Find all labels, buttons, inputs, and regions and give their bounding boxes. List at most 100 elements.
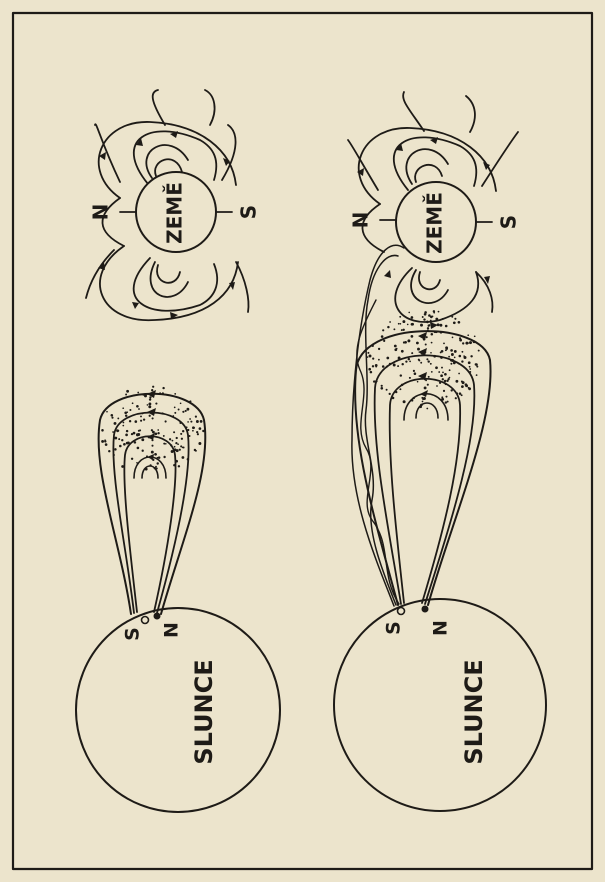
particle-dot [407, 324, 409, 326]
particle-dot [382, 365, 385, 368]
particle-dot [171, 450, 174, 453]
particle-dot [182, 411, 184, 413]
particle-dot [150, 464, 152, 466]
particle-dot [427, 384, 429, 386]
particle-dot [430, 363, 432, 365]
particle-dot [195, 416, 197, 418]
particle-dot [463, 355, 465, 357]
particle-dot [392, 397, 395, 400]
particle-dot [162, 387, 164, 389]
particle-dot [117, 417, 119, 419]
particle-dot [193, 427, 195, 429]
particle-dot [465, 384, 468, 387]
particle-dot [398, 357, 401, 360]
particle-dot [454, 357, 456, 359]
particle-dot [403, 400, 406, 403]
particle-dot [459, 339, 462, 342]
particle-dot [455, 397, 457, 399]
particle-dot [367, 352, 369, 354]
particle-dot [454, 350, 457, 353]
particle-dot [119, 445, 122, 448]
particle-dot [420, 362, 422, 364]
particle-dot [122, 425, 124, 427]
particle-dot [155, 453, 157, 455]
particle-dot [469, 368, 471, 370]
particle-dot [121, 439, 123, 441]
particle-dot [424, 351, 426, 353]
particle-dot [101, 440, 104, 443]
particle-dot [174, 407, 176, 409]
particle-dot [108, 450, 110, 452]
particle-dot [453, 321, 456, 324]
particle-dot [445, 396, 447, 398]
particle-dot [409, 377, 411, 379]
particle-dot [136, 462, 138, 464]
particle-dot [469, 366, 471, 368]
particle-dot [442, 378, 444, 380]
sun-label: SLUNCE [460, 659, 488, 764]
particle-dot [404, 341, 407, 344]
earth-label: ZEMĚ [163, 182, 187, 244]
particle-dot [408, 312, 410, 314]
particle-dot [469, 371, 471, 373]
particle-dot [113, 454, 115, 456]
particle-dot [438, 311, 440, 313]
particle-dot [440, 331, 443, 334]
particle-dot [105, 443, 108, 446]
particle-dot [375, 380, 377, 382]
particle-dot [142, 450, 144, 452]
particle-dot [190, 421, 192, 423]
particle-dot [451, 359, 454, 362]
particle-dot [418, 360, 420, 362]
particle-dot [200, 420, 203, 423]
particle-dot [163, 456, 165, 458]
particle-dot [458, 321, 461, 324]
particle-dot [149, 415, 151, 417]
particle-dot [411, 323, 414, 326]
particle-dot [149, 398, 151, 400]
particle-dot [417, 381, 419, 383]
particle-dot [432, 316, 434, 318]
particle-dot [182, 447, 184, 449]
particle-dot [136, 405, 139, 408]
particle-dot [174, 446, 176, 448]
particle-dot [408, 358, 410, 360]
particle-dot [468, 361, 471, 364]
particle-dot [173, 431, 175, 433]
earth-pole-n-label: N [89, 204, 113, 221]
particle-dot [424, 393, 427, 396]
particle-dot [173, 464, 175, 466]
particle-dot [423, 318, 425, 320]
particle-dot [389, 321, 391, 323]
particle-dot [383, 340, 385, 342]
particle-dot [378, 359, 380, 361]
particle-dot [445, 325, 448, 328]
particle-dot [401, 384, 404, 387]
particle-dot [129, 409, 131, 411]
particle-dot [118, 438, 120, 440]
particle-dot [181, 438, 183, 440]
particle-dot [114, 422, 117, 425]
particle-dot [122, 422, 124, 424]
particle-dot [395, 391, 397, 393]
particle-dot [427, 329, 429, 331]
particle-dot [372, 345, 374, 347]
particle-dot [393, 328, 395, 330]
particle-dot [152, 417, 154, 419]
particle-dot [378, 348, 380, 350]
particle-dot [459, 392, 462, 395]
particle-dot [170, 444, 172, 446]
particle-dot [367, 356, 369, 358]
particle-dot [433, 312, 435, 314]
particle-dot [462, 381, 465, 384]
particle-dot [436, 385, 438, 387]
particle-dot [474, 335, 476, 337]
particle-dot [467, 342, 469, 344]
particle-dot [402, 320, 405, 323]
particle-dot [179, 449, 181, 451]
particle-dot [163, 435, 165, 437]
particle-dot [138, 430, 140, 432]
particle-dot [439, 382, 441, 384]
particle-dot [187, 458, 190, 461]
